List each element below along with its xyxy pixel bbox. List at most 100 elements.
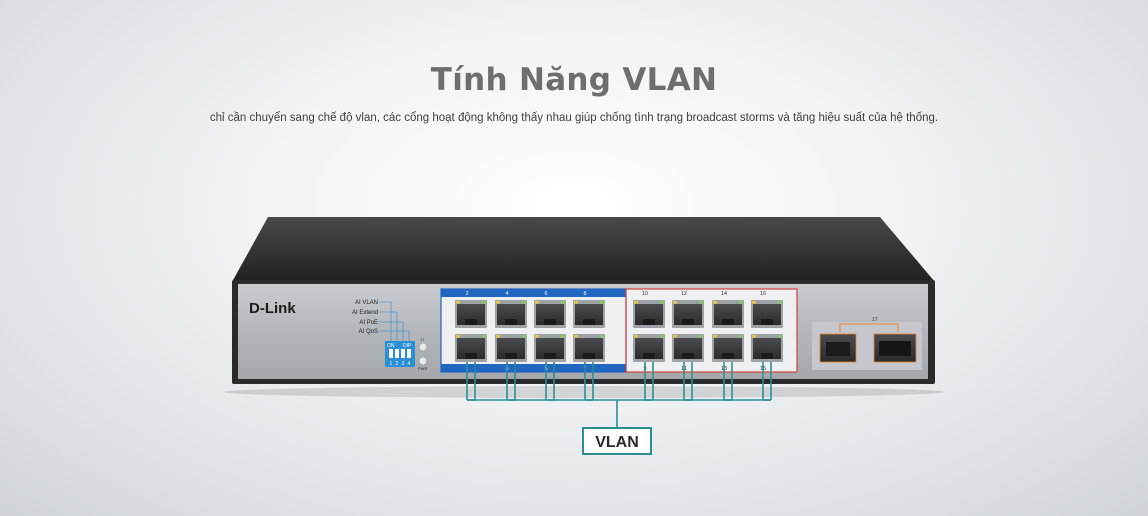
port-led [456,335,460,338]
dip-label-4: AI QoS [359,329,378,335]
port-led [600,301,604,304]
port-led [660,301,664,304]
port-led [778,301,782,304]
port-latch [544,353,556,359]
sfp-port-fiber-inner [879,341,911,356]
dip-number-1: 1 [390,361,393,367]
port-led [739,335,743,338]
port-latch [583,319,595,325]
port-jack [497,338,525,359]
led-17 [418,342,428,352]
rj45-port-8[interactable] [573,300,605,328]
rj45-port-10[interactable] [633,300,665,328]
dip-connector-lines [379,301,410,342]
dip-connector-2 [379,311,398,342]
rj45-port-2[interactable] [455,300,487,328]
port-number-top-16: 16 [760,291,766,297]
dip-toggles [389,349,411,358]
rj45-port-3[interactable] [495,334,527,362]
port-latch [643,353,655,359]
rj45-port-7[interactable] [573,334,605,362]
port-number-top-12: 12 [681,291,687,297]
port-latch [465,319,477,325]
port-led [482,301,486,304]
dip-connector-1 [379,301,392,342]
vlan-connection-lines [466,362,772,428]
port-jack [753,304,781,325]
port-led [574,335,578,338]
dip-header-dip: DIP [403,343,412,349]
dip-label-2: AI Extend [352,310,378,316]
port-led [535,301,539,304]
rj45-port-1[interactable] [455,334,487,362]
port-latch [505,353,517,359]
port-jack [635,338,663,359]
port-led [600,335,604,338]
vlan-callout-label: VLAN [595,434,639,451]
port-led [496,301,500,304]
rj45-port-6[interactable] [534,300,566,328]
port-latch [505,319,517,325]
sfp-label: 17 [872,317,878,323]
dip-number-3: 3 [402,361,405,367]
vlan-group-left-top-bar [441,289,626,297]
dip-toggle-4[interactable] [407,349,411,358]
port-led [778,335,782,338]
dip-toggle-1[interactable] [389,349,393,358]
port-led [574,301,578,304]
port-jack [457,338,485,359]
port-latch [583,353,595,359]
rj45-port-12[interactable] [672,300,704,328]
port-latch [682,353,694,359]
port-number-top-2: 2 [465,291,468,297]
sfp-bracket [839,323,899,332]
port-led [522,335,526,338]
port-led [739,301,743,304]
port-led [522,301,526,304]
dip-label-3: AI PoE [359,320,378,326]
vlan-callout-box [582,427,652,455]
port-number-top-14: 14 [721,291,727,297]
port-led [660,335,664,338]
port-latch [722,319,734,325]
dip-header-on: ON [387,343,395,349]
port-number-top-4: 4 [505,291,508,297]
port-led [535,335,539,338]
rj45-port-16[interactable] [751,300,783,328]
page-subtitle: chỉ cần chuyển sang chế độ vlan, các cổn… [209,112,939,124]
port-led [713,335,717,338]
rj45-port-9[interactable] [633,334,665,362]
port-jack [714,338,742,359]
rj45-port-14[interactable] [712,300,744,328]
port-latch [722,353,734,359]
dip-toggle-2[interactable] [395,349,399,358]
port-jack [575,304,603,325]
rj45-port-11[interactable] [672,334,704,362]
port-jack [635,304,663,325]
rj45-port-15[interactable] [751,334,783,362]
vlan-group-left-bottom-bar [441,364,626,372]
port-jack [457,304,485,325]
port-led [673,301,677,304]
port-latch [682,319,694,325]
port-led [634,335,638,338]
port-latch [465,353,477,359]
rj45-port-5[interactable] [534,334,566,362]
rj45-port-4[interactable] [495,300,527,328]
dip-connector-4 [379,330,410,342]
port-led [713,301,717,304]
dip-toggle-3[interactable] [401,349,405,358]
rj45-port-13[interactable] [712,334,744,362]
dip-switch[interactable] [385,341,415,367]
port-led [752,301,756,304]
port-jack [753,338,781,359]
port-led [456,301,460,304]
port-led [752,335,756,338]
port-jack [497,304,525,325]
port-latch [544,319,556,325]
led-label-pwr: PWR [418,366,427,371]
port-jack [674,304,702,325]
